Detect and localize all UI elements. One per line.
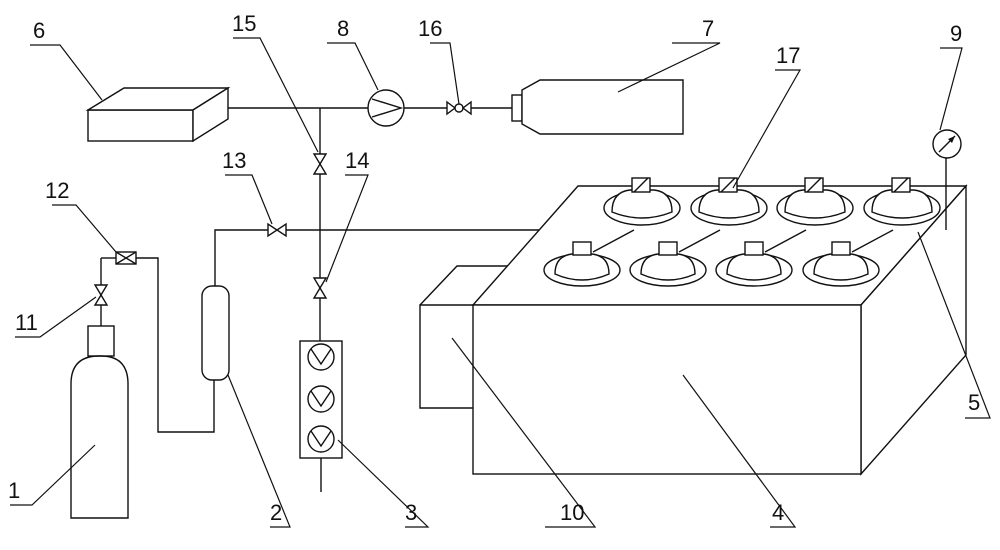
label-distribution-pipe: 5	[968, 390, 980, 415]
label-valve-13: 13	[222, 148, 246, 173]
label-check-valve-16: 16	[418, 16, 442, 41]
label-controller-box: 6	[33, 18, 45, 43]
label-group: 1 2 3 4 5 6 7 8 9 10 11 12 13 14 15 16 1…	[8, 11, 980, 525]
label-flowmeter-bank: 3	[405, 500, 417, 525]
main-chamber	[471, 184, 968, 476]
pressure-gauge	[932, 129, 962, 159]
gas-cylinder	[70, 305, 129, 519]
bowl	[715, 241, 793, 287]
label-bowl: 17	[776, 43, 800, 68]
valve-14	[312, 277, 328, 299]
valve-15	[312, 153, 328, 175]
label-pump: 8	[337, 16, 349, 41]
leader-lines	[10, 37, 991, 528]
pipe-segment	[136, 257, 215, 433]
label-side-box: 10	[560, 500, 584, 525]
label-valve-14: 14	[345, 148, 369, 173]
label-buffer-tank: 2	[270, 500, 282, 525]
label-valve-15: 15	[232, 11, 256, 36]
pump	[367, 89, 405, 127]
label-gas-cylinder: 1	[8, 478, 20, 503]
bowl	[603, 177, 681, 226]
bowl	[802, 241, 880, 287]
device-12	[115, 251, 137, 265]
bowl	[690, 177, 768, 226]
bowl	[543, 241, 621, 287]
label-valve-11: 11	[15, 310, 38, 335]
valve-11	[93, 284, 109, 306]
flowmeter-bank	[299, 340, 343, 459]
label-main-chamber: 4	[772, 500, 784, 525]
bowl-row-front	[543, 241, 880, 287]
side-box	[419, 265, 511, 409]
bottle	[511, 79, 684, 135]
pipe-segment	[214, 229, 268, 286]
bowl	[776, 177, 854, 226]
label-bottle: 7	[702, 16, 714, 41]
bowl	[863, 177, 941, 226]
bowl	[629, 241, 707, 287]
bowl-feed-lines	[592, 229, 894, 253]
bowl-row-back	[603, 177, 941, 226]
valve-13	[267, 222, 287, 238]
label-device-12: 12	[45, 178, 69, 203]
controller-box	[85, 86, 231, 143]
buffer-tank	[201, 285, 230, 381]
label-pressure-gauge: 9	[950, 21, 962, 46]
